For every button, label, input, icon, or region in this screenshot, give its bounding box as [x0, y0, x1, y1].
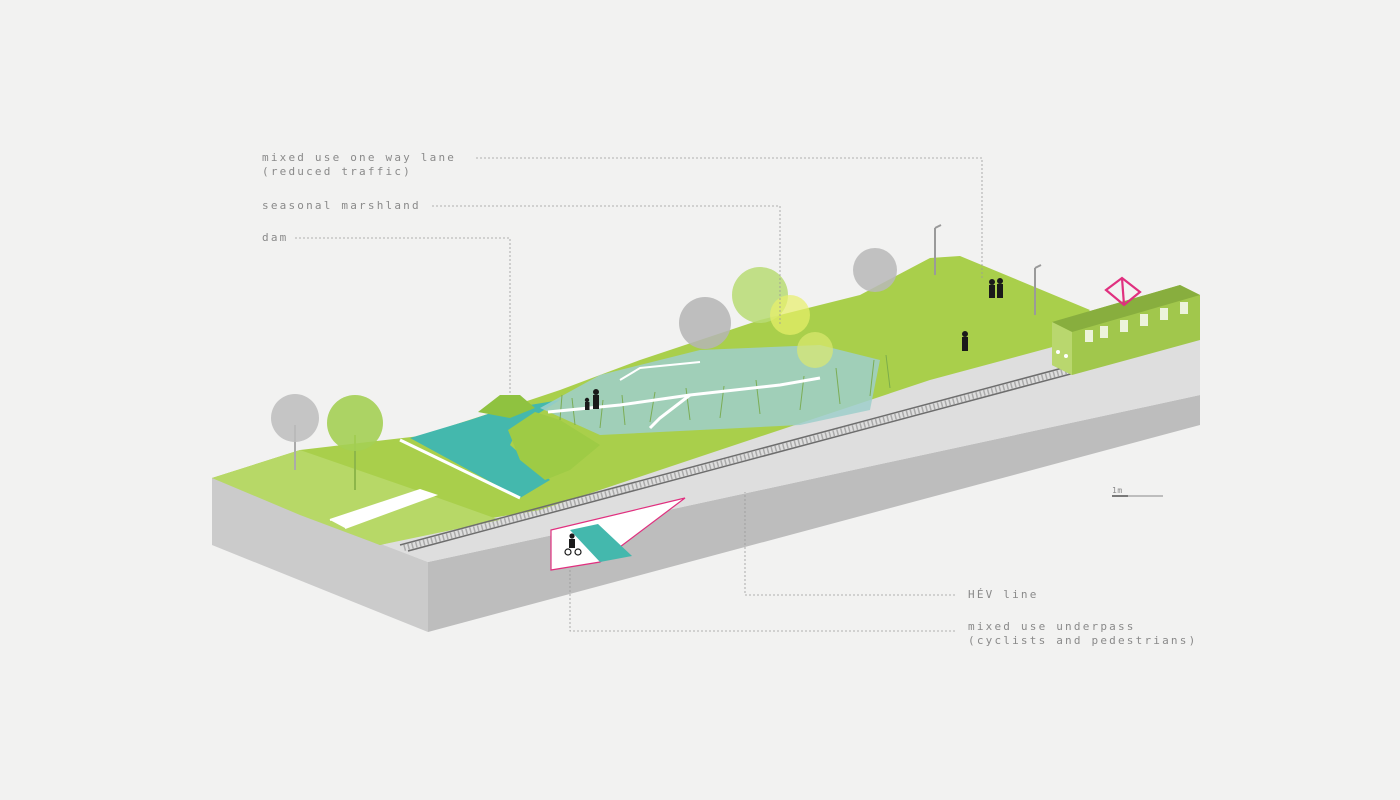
hev-train: [1052, 285, 1200, 375]
label-marshland: seasonal marshland: [262, 199, 421, 212]
base-block-left-face: [212, 478, 428, 632]
street-lamp: [934, 224, 1042, 315]
tree-green-mid: [732, 267, 810, 335]
base-block-front-face: [428, 395, 1200, 632]
tree-green-left: [327, 395, 383, 490]
dam-green-slope: [508, 412, 600, 480]
label-one-way-lane-line2: (reduced traffic): [262, 165, 412, 178]
tree-grey-right: [853, 248, 897, 292]
boardwalk-branch: [648, 393, 691, 430]
tree-grey-left: [271, 394, 319, 470]
label-underpass-line1: mixed use underpass: [968, 620, 1136, 633]
boardwalk-upper: [619, 361, 701, 381]
label-hev-line: HÉV line: [968, 588, 1039, 601]
leader-lines: [295, 157, 983, 632]
marsh-reeds: [559, 354, 891, 429]
water-channel: [410, 400, 560, 498]
label-underpass: mixed use underpass (cyclists and pedest…: [968, 620, 1197, 648]
label-underpass-line2: (cyclists and pedestrians): [968, 634, 1198, 647]
lane-stripe: [399, 438, 521, 500]
path-edge: [329, 488, 439, 529]
label-dam: dam: [262, 231, 289, 244]
label-one-way-lane-line1: mixed use one way lane: [262, 151, 457, 164]
rail-track: [399, 365, 1079, 552]
grass-lower-strip: [212, 450, 500, 545]
pantograph-sign: [1104, 276, 1142, 307]
scale-bar-label: 1m: [1112, 486, 1123, 495]
tree-grey-mid: [679, 297, 731, 349]
underpass: [550, 497, 686, 571]
people-silhouettes: [584, 278, 1003, 410]
dam-mound: [478, 395, 535, 418]
tree-yellow: [797, 332, 833, 368]
label-one-way-lane: mixed use one way lane (reduced traffic): [262, 151, 456, 179]
marshland-water: [540, 345, 880, 435]
